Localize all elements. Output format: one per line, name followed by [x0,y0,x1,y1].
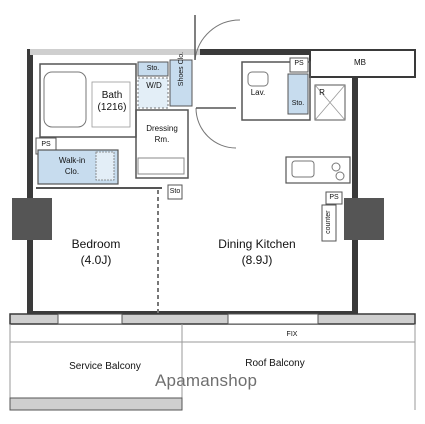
wd-label: W/D [146,81,162,90]
ps-top-label: PS [294,60,304,67]
walkin-rail [95,151,115,181]
counter-side [321,204,337,242]
walkin-clo-label: Clo. [64,167,80,176]
bedroom-label: Bedroom [71,237,121,251]
window-right [227,313,319,325]
sto-small [167,184,183,200]
r-shaft [314,84,346,121]
bathtub [43,71,87,128]
walkin-label: Walk-in [58,156,86,165]
r-label: R [319,88,325,97]
bath-inner [91,81,131,128]
service-balcony-base [9,397,183,411]
lav-label: Lav. [250,88,266,97]
column-left [12,198,52,240]
dining-label: Dining Kitchen [218,237,296,251]
entry-door-arc [194,19,241,61]
bedroom-size-label: (4.0J) [80,253,112,267]
window-band [9,313,416,325]
ps-right-label: PS [329,194,339,201]
kitchen-counter [285,156,351,184]
dressing-room [135,109,189,179]
sto-lav-label: Sto. [291,100,305,107]
bath-size-label: (1216) [97,102,127,113]
ps-top-box [289,57,309,73]
service-balcony-label: Service Balcony [69,361,141,372]
roof-balcony-label: Roof Balcony [245,358,305,369]
shoes-closet [169,59,193,107]
dressing-rm-label: Rm. [154,135,170,144]
lavatory [241,61,311,121]
shoes-closet-label: Shoes Clo. [177,51,185,87]
dressing-shelf [137,157,185,175]
fix-label: FIX [286,331,298,338]
mb-label: MB [354,58,366,67]
storage-top-label: Sto. [146,65,160,72]
window-left [57,313,123,325]
dressing-label: Dressing [146,124,178,133]
sto-door-label: Sto [169,188,181,195]
dining-size-label: (8.9J) [241,253,273,267]
washer [137,77,169,109]
r-cross-2 [314,84,346,121]
ps-right-box [325,191,343,205]
bath-room [39,63,137,138]
sto-lav [287,73,309,115]
column-right [344,198,384,240]
stove-1 [331,162,341,172]
top-wall-band [30,49,200,55]
stove-2 [335,171,345,181]
mb-box [309,49,416,78]
counter-label: counter [324,210,332,234]
bath-label: Bath [101,90,123,101]
inner-door-arc [195,107,237,149]
kitchen-sink [291,160,315,178]
watermark-text: Apamanshop [155,371,258,390]
ps-left-label: PS [41,141,51,148]
sink [247,71,269,87]
storage-top [137,61,169,77]
